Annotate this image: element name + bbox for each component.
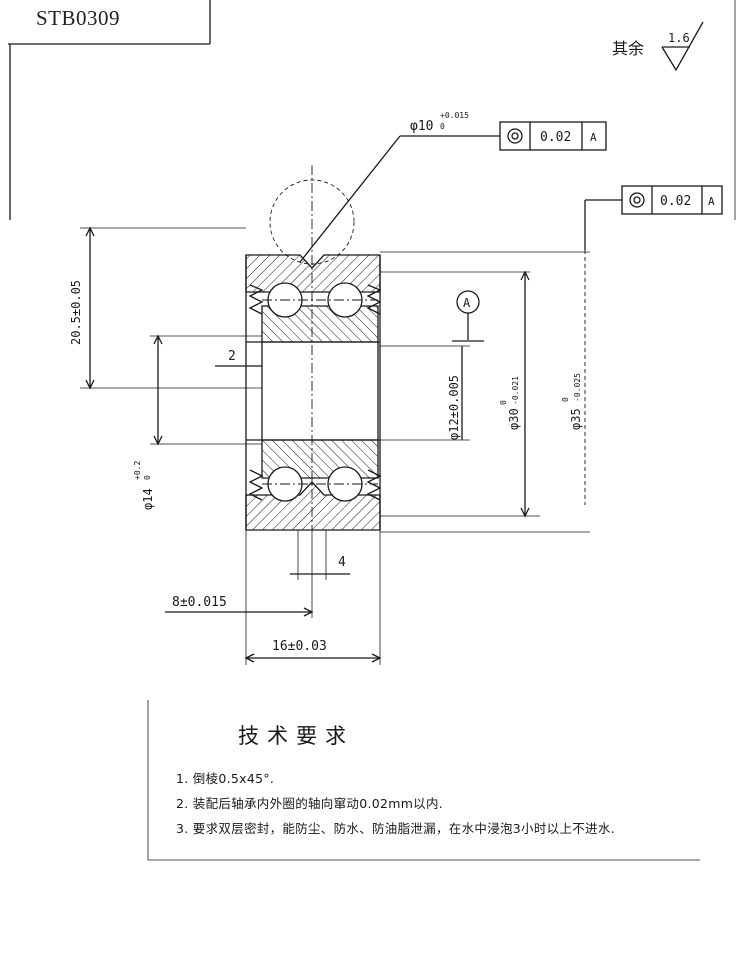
bearing-section: [245, 254, 382, 531]
dim-phi14: φ14 +0.2 0: [133, 334, 262, 510]
dim-phi35-label: φ35: [569, 408, 583, 430]
datum-a: A: [452, 290, 484, 342]
dim-phi14-upper: +0.2: [133, 461, 142, 480]
notes-frame: [147, 700, 700, 861]
bore-phi10-lower: 0: [440, 122, 445, 131]
sheet-border: [8, 0, 736, 220]
tolerance-1-value: 0.02: [540, 130, 571, 145]
dim-phi14-lower: 0: [143, 475, 152, 480]
dim-width-4-label: 4: [338, 555, 346, 570]
tolerance-frame-2: 0.02 A: [584, 185, 723, 505]
technical-requirements-title: 技术要求: [238, 724, 354, 748]
dim-width-16-label: 16±0.03: [272, 639, 327, 654]
tolerance-frame-1: 0.02 A: [499, 121, 607, 151]
dim-offset-8: 8±0.015: [165, 530, 314, 618]
dim-width-16: 16±0.03: [244, 530, 382, 665]
dim-phi30-label: φ30: [507, 408, 521, 430]
tolerance-1-datum: A: [590, 131, 597, 144]
technical-requirement-3: 3. 要求双层密封，能防尘、防水、防油脂泄漏，在水中浸泡3小时以上不进水.: [176, 821, 615, 836]
dim-height-label: 20.5±0.05: [69, 280, 83, 345]
dim-groove-2: 2: [215, 349, 262, 367]
datum-a-label: A: [463, 296, 471, 310]
dim-phi14-label: φ14: [141, 488, 155, 510]
dim-right-diameters: φ12±0.005 φ30 0 -0.021 φ35 0 -0.025: [380, 251, 590, 533]
dim-phi35-lower: -0.025: [573, 373, 582, 402]
roughness-value: 1.6: [668, 31, 690, 45]
tolerance-2-value: 0.02: [660, 194, 691, 209]
dim-phi30-upper: 0: [499, 400, 508, 405]
dim-phi35-upper: 0: [561, 397, 570, 402]
technical-requirement-1: 1. 倒棱0.5x45°.: [176, 771, 275, 786]
technical-requirement-2: 2. 装配后轴承内外圈的轴向窜动0.02mm以内.: [176, 796, 444, 811]
bore-leader: φ10 +0.015 0: [299, 111, 500, 263]
bore-phi10-label: φ10: [410, 119, 433, 134]
dim-groove-label: 2: [228, 349, 236, 364]
dim-height-20-5: 20.5±0.05: [69, 226, 262, 390]
part-code-label: STB0309: [36, 6, 121, 30]
tolerance-2-datum: A: [708, 195, 715, 208]
dim-width-4: 4: [290, 530, 350, 580]
dim-phi30-lower: -0.021: [511, 376, 520, 405]
dim-offset-8-label: 8±0.015: [172, 595, 227, 610]
roughness-symbol: 其余 1.6: [612, 21, 704, 72]
dim-phi12-label: φ12±0.005: [447, 375, 461, 440]
bore-phi10-upper: +0.015: [440, 111, 469, 120]
roughness-prefix: 其余: [612, 39, 644, 58]
top-ball-outline: [269, 165, 355, 530]
